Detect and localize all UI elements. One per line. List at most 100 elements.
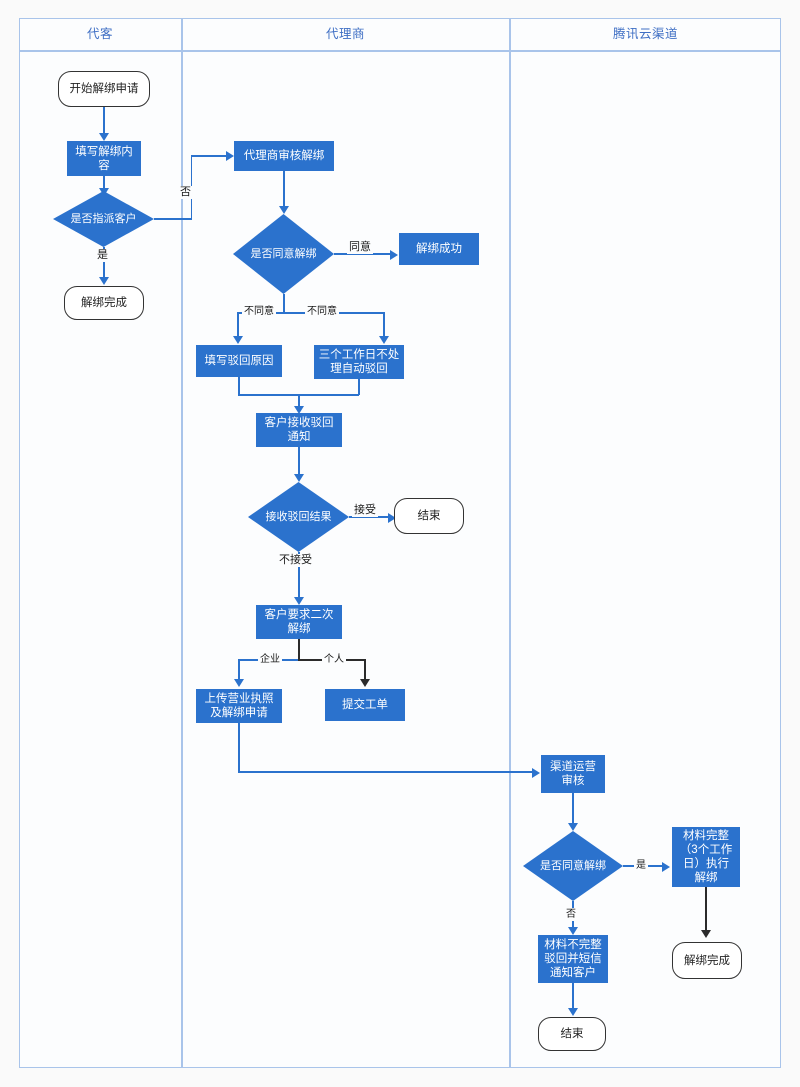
edge-agree-yes-line — [334, 253, 392, 255]
edge-agree-no-right-arrow — [379, 336, 389, 344]
edge-upload-channel-h — [238, 771, 534, 773]
node-end-1[interactable]: 结束 — [394, 498, 464, 534]
edge-label-result-accept: 接受 — [352, 504, 378, 517]
node-channel-review[interactable]: 渠道运营 审核 — [541, 755, 605, 793]
node-customer-notice[interactable]: 客户接收驳回 通知 — [256, 413, 342, 447]
lane-header-tencent: 腾讯云渠道 — [612, 27, 678, 41]
node-auto-reject[interactable]: 三个工作日不处 理自动驳回 — [314, 345, 404, 379]
edge-ok-done-line — [705, 887, 707, 933]
node-customer-notice-label-l2: 通知 — [287, 431, 311, 443]
edge-notice-result-line — [298, 447, 300, 477]
node-start-label: 开始解绑申请 — [69, 83, 139, 95]
edge-result-accept-arrow — [388, 513, 396, 523]
node-material-bad-label-l3: 通知客户 — [550, 967, 596, 979]
node-unbind-success[interactable]: 解绑成功 — [399, 233, 479, 265]
edge-assign-yes-arrow — [99, 277, 109, 285]
node-upload-license[interactable]: 上传营业执照 及解绑申请 — [196, 689, 282, 723]
edge-assign-no-h2 — [190, 155, 228, 157]
lane-header-customer: 代客 — [86, 27, 113, 41]
node-material-bad-label-l2: 驳回并短信 — [544, 953, 602, 965]
node-unbind-done-2-label: 解绑完成 — [684, 954, 730, 967]
node-second-unbind-label-l1: 客户要求二次 — [264, 609, 334, 621]
node-agent-review[interactable]: 代理商审核解绑 — [234, 141, 334, 171]
edge-agree-no-right-v — [383, 312, 385, 338]
node-unbind-success-label: 解绑成功 — [416, 243, 462, 255]
edge-fill-assign-line — [103, 176, 105, 190]
node-assign-customer[interactable]: 是否指派客户 — [53, 191, 154, 247]
lane-divider-1 — [181, 18, 183, 1068]
node-second-unbind[interactable]: 客户要求二次 解绑 — [256, 605, 342, 639]
edge-label-assign-no: 否 — [178, 186, 193, 199]
edge-auto-notice-v — [358, 379, 360, 395]
node-unbind-done-2[interactable]: 解绑完成 — [672, 942, 742, 979]
edge-label-channel-no: 否 — [564, 908, 578, 921]
node-channel-agree[interactable]: 是否同意解绑 — [523, 831, 623, 901]
edge-label-branch-company: 企业 — [258, 653, 282, 666]
node-fill-reject[interactable]: 填写驳回原因 — [196, 345, 282, 377]
edge-channel-agree-arrow — [568, 823, 578, 831]
node-start[interactable]: 开始解绑申请 — [58, 71, 150, 107]
edge-channel-agree-line — [572, 793, 574, 825]
edge-label-assign-yes: 是 — [95, 249, 110, 262]
node-second-unbind-label-l2: 解绑 — [287, 623, 311, 635]
node-channel-review-label-l2: 审核 — [561, 775, 585, 787]
edge-second-left-v — [238, 659, 240, 681]
swimlane-header-rule — [19, 50, 781, 52]
node-submit-ticket[interactable]: 提交工单 — [325, 689, 405, 721]
node-channel-review-label-l1: 渠道运营 — [550, 761, 596, 773]
edge-agree-no-left-v — [237, 312, 239, 338]
edge-reject-notice-v — [238, 377, 240, 395]
edge-label-agree-yes: 同意 — [347, 241, 373, 254]
edge-ok-done-arrow — [701, 930, 711, 938]
edge-upload-channel-arrow — [532, 768, 540, 778]
edge-label-agree-no-right: 不同意 — [305, 305, 339, 318]
node-agent-agree[interactable]: 是否同意解绑 — [233, 214, 334, 294]
node-assign-customer-label: 是否指派客户 — [70, 212, 137, 225]
node-upload-license-label-l1: 上传营业执照 — [204, 693, 274, 705]
node-end-2-label: 结束 — [560, 1028, 584, 1040]
node-fill-content-label-l2: 容 — [98, 159, 110, 172]
edge-second-right-arrow — [360, 679, 370, 687]
node-upload-license-label-l2: 及解绑申请 — [210, 707, 268, 719]
node-agent-agree-label: 是否同意解绑 — [250, 247, 317, 260]
node-fill-content[interactable]: 填写解绑内 容 — [67, 141, 141, 176]
lane-divider-2 — [509, 18, 511, 1068]
edge-start-fill-arrow — [99, 133, 109, 141]
edge-review-agree-line — [283, 171, 285, 209]
node-fill-content-label-l1: 填写解绑内 — [75, 145, 133, 158]
edge-bad-end-line — [572, 983, 574, 1010]
node-auto-reject-label-l1: 三个工作日不处 — [318, 349, 400, 361]
edge-second-left-arrow — [234, 679, 244, 687]
edge-notice-result-arrow — [294, 474, 304, 482]
node-material-ok-label-l2: （3个工作 — [679, 844, 733, 856]
node-end-2[interactable]: 结束 — [538, 1017, 606, 1051]
edge-merge-down — [298, 394, 300, 408]
edge-agree-no-left-arrow — [233, 336, 243, 344]
node-material-ok-label-l1: 材料完整 — [683, 830, 729, 842]
node-reject-result-label: 接收驳回结果 — [265, 510, 332, 523]
edge-result-accept-line — [349, 516, 391, 518]
swimlane-frame — [19, 18, 781, 1068]
node-auto-reject-label-l2: 理自动驳回 — [330, 363, 388, 375]
lane-header-agent: 代理商 — [325, 27, 365, 41]
node-unbind-done-1[interactable]: 解绑完成 — [64, 286, 144, 320]
edge-agree-yes-arrow — [390, 250, 398, 260]
node-material-ok[interactable]: 材料完整 （3个工作 日）执行 解绑 — [672, 827, 740, 887]
node-material-bad[interactable]: 材料不完整 驳回并短信 通知客户 — [538, 935, 608, 983]
node-unbind-done-1-label: 解绑完成 — [81, 297, 127, 309]
edge-result-reject-line — [298, 552, 300, 600]
node-channel-agree-label: 是否同意解绑 — [540, 859, 606, 872]
node-reject-result[interactable]: 接收驳回结果 — [248, 482, 349, 552]
node-material-bad-label-l1: 材料不完整 — [544, 939, 602, 951]
edge-label-channel-yes: 是 — [634, 859, 648, 872]
node-submit-ticket-label: 提交工单 — [342, 699, 388, 711]
edge-merge-arrow — [294, 406, 304, 414]
edge-agree-no-stem — [283, 294, 285, 314]
edge-upload-channel-v — [238, 723, 240, 772]
edge-review-agree-arrow — [279, 206, 289, 214]
edge-label-branch-personal: 个人 — [322, 653, 346, 666]
edge-second-stem — [298, 639, 300, 659]
node-fill-reject-label: 填写驳回原因 — [204, 355, 274, 367]
node-material-ok-label-l4: 解绑 — [694, 872, 718, 884]
